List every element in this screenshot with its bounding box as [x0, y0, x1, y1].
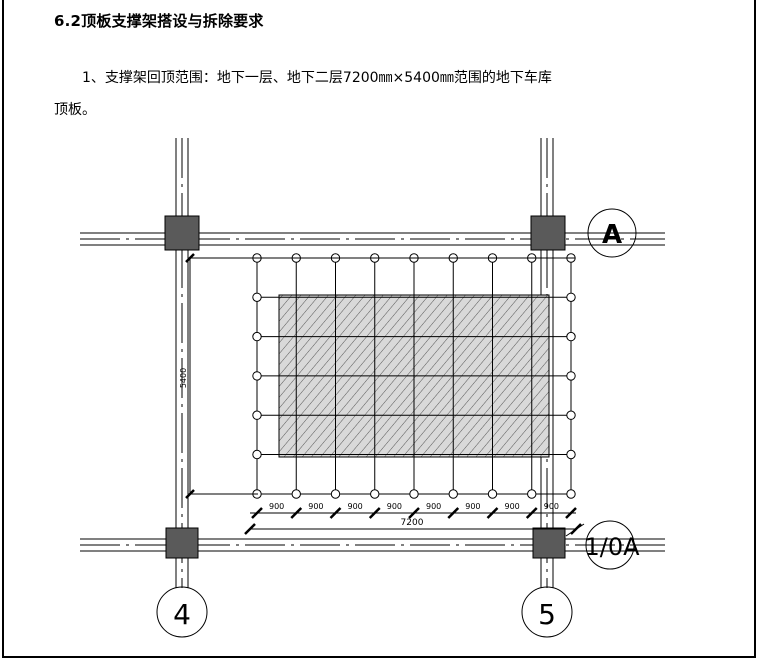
- column-top-right: [530, 215, 566, 251]
- dimension-tick: [447, 507, 460, 519]
- dimension-ticks: [244, 507, 582, 535]
- vertical-dimension: [185, 253, 575, 499]
- column-bottom-left: [165, 527, 199, 559]
- dim-total-label: 7200: [401, 518, 424, 528]
- paragraph-line-1: 1、支撑架回顶范围：地下一层、地下二层7200㎜×5400㎜范围的地下车库: [82, 70, 552, 86]
- support-node: [527, 489, 537, 499]
- dimension-tick: [251, 507, 263, 519]
- column-top-left: [164, 215, 200, 251]
- grid-bubble-4: [156, 586, 208, 638]
- dimension-segment-label: 900: [387, 502, 402, 511]
- leader-arrow: [565, 523, 585, 537]
- dimension-tick: [329, 507, 342, 519]
- grid-bubble-a: [565, 208, 637, 258]
- dimension-segment-label: 900: [308, 502, 323, 511]
- dimension-tick: [565, 507, 577, 519]
- dimension-segment-label: 900: [426, 502, 441, 511]
- columns: [164, 215, 566, 559]
- dimension-segment-label: 900: [544, 502, 559, 511]
- dimension-segment-label: 900: [504, 502, 519, 511]
- support-node: [252, 410, 262, 420]
- dim-vertical-label: 5400: [179, 368, 188, 388]
- dimension-labels: 900 900 900 900 900 900 900 900: [269, 502, 559, 511]
- grid-label-5: 5: [538, 598, 556, 631]
- grid-bubble-1-0a: [585, 520, 635, 570]
- support-node: [566, 489, 576, 499]
- support-node: [566, 371, 576, 381]
- grid-label-1-0a: 1/0A: [584, 533, 640, 561]
- support-node: [566, 292, 576, 302]
- grid-label-4: 4: [173, 598, 191, 631]
- support-node: [252, 331, 262, 342]
- dimension-tick: [525, 507, 538, 519]
- dimension-segment-label: 900: [269, 502, 284, 511]
- support-node: [566, 331, 576, 342]
- support-node: [330, 489, 341, 499]
- support-node: [370, 489, 380, 499]
- dimension-tick: [244, 523, 256, 535]
- support-node: [448, 489, 458, 499]
- dimension-tick: [408, 507, 420, 519]
- support-node: [252, 292, 262, 302]
- support-node: [252, 449, 262, 460]
- dimension-tick: [290, 507, 303, 519]
- grid-bubble-5: [521, 586, 573, 638]
- column-bottom-right: [532, 527, 566, 559]
- section-heading: 6.2顶板支撑架搭设与拆除要求: [54, 12, 264, 30]
- support-node: [487, 489, 498, 499]
- paragraph-line-2: 顶板。: [54, 102, 96, 118]
- dimension-tick: [486, 507, 499, 519]
- dimension-segment-label: 900: [465, 502, 480, 511]
- body-paragraph: 1、支撑架回顶范围：地下一层、地下二层7200㎜×5400㎜范围的地下车库 顶板…: [54, 62, 694, 126]
- support-node: [252, 371, 262, 381]
- support-grid: [252, 253, 576, 499]
- support-node: [291, 489, 301, 499]
- support-node: [566, 410, 576, 420]
- support-node: [409, 489, 419, 499]
- dimension-segment-label: 900: [347, 502, 362, 511]
- support-node: [566, 449, 576, 460]
- dimension-tick: [368, 507, 381, 519]
- grid-label-a: A: [602, 220, 622, 250]
